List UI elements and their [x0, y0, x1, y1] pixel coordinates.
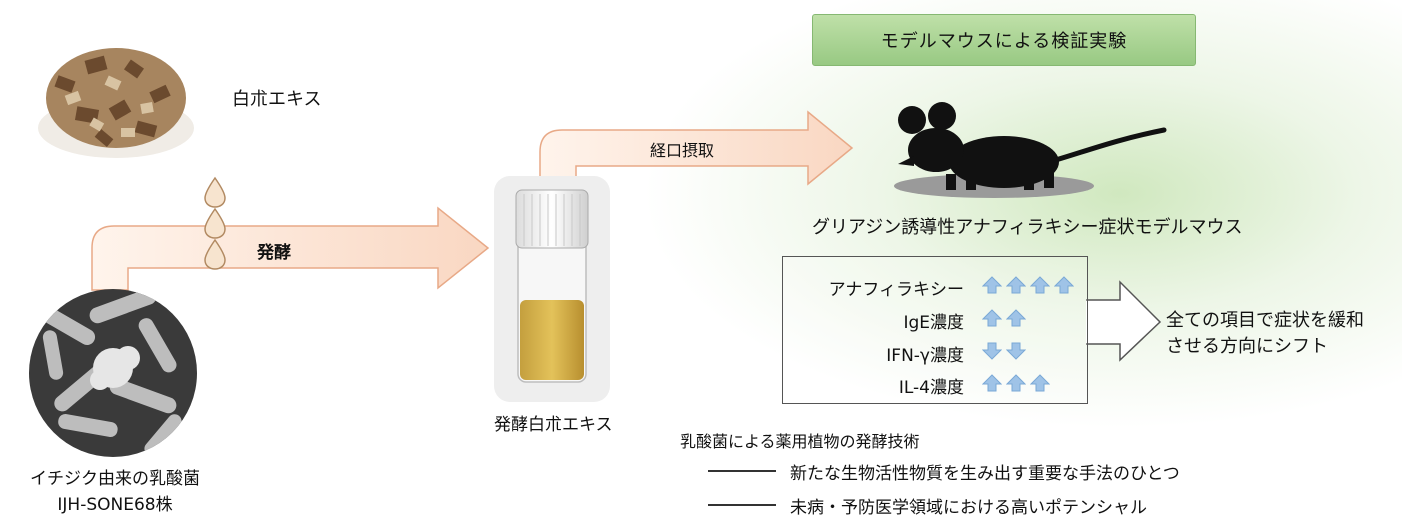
- result-line1: 全ての項目で症状を緩和: [1166, 310, 1364, 331]
- up-arrow-icon: [982, 309, 1002, 327]
- summary-heading: 乳酸菌による薬用植物の発酵技術: [680, 432, 920, 451]
- up-arrow-icon: [1030, 276, 1050, 294]
- droplet-icon: [204, 176, 226, 208]
- summary-divider: [708, 470, 776, 472]
- result-line2: させる方向にシフト: [1166, 336, 1328, 357]
- experiment-background-glow: [640, 0, 1402, 430]
- effect-label: IFN-γ濃度: [886, 346, 964, 366]
- up-arrow-icon: [1006, 309, 1026, 327]
- up-arrow-icon: [1006, 276, 1026, 294]
- droplet-icon: [204, 207, 226, 239]
- droplets: [204, 176, 226, 270]
- effect-arrows-ige: [982, 309, 1026, 327]
- down-arrow-icon: [982, 342, 1002, 360]
- up-arrow-icon: [1006, 374, 1026, 392]
- effect-label: IL-4濃度: [898, 378, 964, 398]
- intake-label: 経口摂取: [650, 141, 715, 160]
- herb-image: [38, 48, 194, 158]
- up-arrow-icon: [982, 374, 1002, 392]
- mouse-label: グリアジン誘導性アナフィラキシー症状モデルマウス: [812, 217, 1243, 238]
- ferment-arrow: [91, 206, 490, 291]
- up-arrow-icon: [982, 276, 1002, 294]
- bacteria-label-line1: イチジク由来の乳酸菌: [30, 469, 200, 489]
- mouse-icon: [894, 102, 1167, 198]
- bacteria-label-line2: IJH-SONE68株: [57, 495, 173, 515]
- intake-arrow: [539, 110, 854, 196]
- effect-arrows-il4: [982, 374, 1050, 392]
- up-arrow-icon: [1030, 374, 1050, 392]
- effect-label: アナフィラキシー: [828, 280, 964, 300]
- down-arrow-icon: [1006, 342, 1026, 360]
- effect-label: IgE濃度: [903, 313, 964, 333]
- up-arrow-icon: [1054, 276, 1074, 294]
- experiment-title-box: モデルマウスによる検証実験: [812, 14, 1196, 66]
- product-label: 発酵白朮エキス: [494, 415, 613, 435]
- summary-point: 新たな生物活性物質を生み出す重要な手法のひとつ: [790, 464, 1180, 484]
- effect-arrows-anaphylaxis: [982, 276, 1074, 294]
- result-arrow: [1086, 280, 1162, 362]
- bacteria-micrograph: [29, 289, 197, 457]
- summary-divider: [708, 504, 776, 506]
- experiment-title: モデルマウスによる検証実験: [880, 31, 1128, 52]
- summary-point: 未病・予防医学領域における高いポテンシャル: [790, 498, 1147, 518]
- ferment-label: 発酵: [257, 243, 291, 263]
- effect-arrows-ifn: [982, 342, 1026, 360]
- herb-label: 白朮エキス: [232, 89, 322, 110]
- droplet-icon: [204, 238, 226, 270]
- vial-image: [494, 176, 610, 402]
